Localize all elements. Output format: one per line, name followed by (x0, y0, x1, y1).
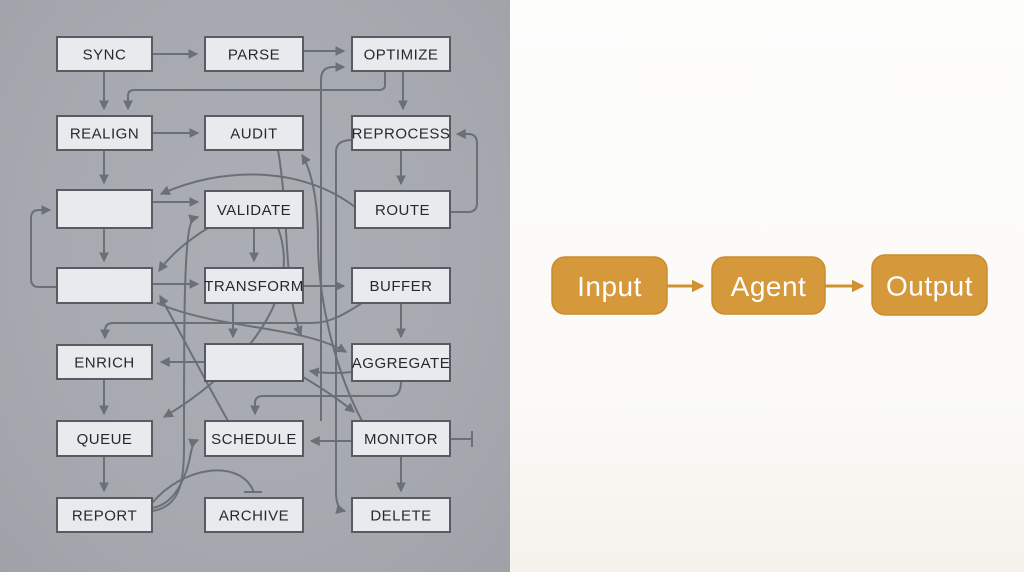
flowchart-edges (30, 46, 478, 514)
node-aggregate: AGGREGATE (351, 343, 451, 382)
node-box-transform (204, 267, 304, 304)
node-box-parse (204, 36, 304, 72)
node-label-enrich: ENRICH (74, 355, 135, 372)
node-box-realign (56, 115, 153, 151)
node-box-sync (56, 36, 153, 72)
node-validate: VALIDATE (204, 190, 304, 229)
node-enrich: ENRICH (56, 344, 153, 380)
edge-report-to-archive (151, 469, 262, 504)
node-realign: REALIGN (56, 115, 153, 151)
node-label-output: Output (886, 271, 973, 302)
node-queue: QUEUE (56, 420, 153, 457)
node-archive: ARCHIVE (204, 497, 304, 533)
node-audit: AUDIT (204, 115, 304, 151)
node-label-optimize: OPTIMIZE (364, 47, 439, 64)
edge-audit-to-blank3 (277, 149, 303, 337)
node-box-schedule (204, 420, 304, 457)
node-box-enrich (56, 344, 153, 380)
simple-flow-nodes: Input Agent Output (551, 254, 988, 316)
node-box-buffer (351, 267, 451, 304)
node-label-audit: AUDIT (230, 126, 278, 143)
node-label-route: ROUTE (375, 202, 430, 219)
node-transform: TRANSFORM (204, 267, 304, 304)
node-box-agent (711, 256, 826, 315)
node-blank1 (56, 189, 153, 229)
node-box-input (551, 256, 668, 315)
edge-report-to-schedule (151, 438, 200, 509)
complex-flowchart-diagram: SYNC PARSE OPTIMIZE REALIGN AUDIT REPROCESS VA… (30, 36, 478, 533)
edge-aggregate-to-schedule (250, 380, 402, 416)
node-label-delete: DELETE (370, 508, 431, 525)
node-schedule: SCHEDULE (204, 420, 304, 457)
node-reprocess: REPROCESS (351, 115, 451, 151)
node-box-validate (204, 190, 304, 229)
node-box-archive (204, 497, 304, 533)
edge-schedule-to-blank2 (159, 294, 229, 422)
node-monitor: MONITOR (351, 420, 451, 457)
simple-flow-diagram: Input Agent Output (551, 254, 988, 316)
node-label-reprocess: REPROCESS (352, 126, 451, 143)
node-label-validate: VALIDATE (217, 202, 291, 219)
node-label-queue: QUEUE (77, 431, 133, 448)
node-label-archive: ARCHIVE (219, 508, 289, 525)
edge-schedule-to-optimize (320, 62, 346, 421)
node-box-report (56, 497, 153, 533)
node-sync: SYNC (56, 36, 153, 72)
node-box-audit (204, 115, 304, 151)
edge-validate-to-blank2 (158, 227, 209, 273)
node-box-monitor (351, 420, 451, 457)
node-label-report: REPORT (72, 508, 137, 525)
node-box-output (871, 254, 988, 316)
edge-optimize-to-realign (123, 71, 386, 111)
node-label-monitor: MONITOR (364, 431, 438, 448)
edge-report-to-validate (151, 214, 200, 512)
node-buffer: BUFFER (351, 267, 451, 304)
node-label-sync: SYNC (83, 47, 127, 64)
node-blank2 (56, 267, 153, 304)
node-label-buffer: BUFFER (370, 278, 433, 295)
node-box-optimize (351, 36, 451, 72)
node-output: Output (871, 254, 988, 316)
node-label-agent: Agent (731, 271, 807, 302)
node-box-delete (351, 497, 451, 533)
edge-blank2-to-aggregate (156, 302, 348, 353)
node-label-input: Input (577, 271, 642, 302)
node-label-parse: PARSE (228, 47, 280, 64)
edge-validate-to-queue (162, 227, 285, 418)
edge-reprocess-to-delete (335, 139, 353, 514)
node-box-blank1 (56, 189, 153, 229)
node-report: REPORT (56, 497, 153, 533)
node-box-blank2 (56, 267, 153, 304)
node-box-aggregate (351, 343, 451, 382)
complex-flowchart-panel: SYNC PARSE OPTIMIZE REALIGN AUDIT REPROCESS VA… (0, 0, 510, 572)
node-box-queue (56, 420, 153, 457)
node-box-blank3 (204, 343, 304, 382)
edge-monitor-to-stub-right (450, 431, 473, 447)
node-optimize: OPTIMIZE (351, 36, 451, 72)
node-input: Input (551, 256, 668, 315)
node-blank3 (204, 343, 304, 382)
edge-aggregate-to-blank3 (308, 367, 353, 378)
node-label-realign: REALIGN (70, 126, 139, 143)
node-agent: Agent (711, 256, 826, 315)
flowchart-nodes: SYNC PARSE OPTIMIZE REALIGN AUDIT REPROCESS VA… (56, 36, 451, 533)
edge-blank3-to-monitor (302, 376, 355, 413)
edge-route-to-blank1 (159, 173, 356, 208)
edge-route-to-reprocess (450, 129, 478, 213)
edge-blank2-to-blank1 (30, 205, 57, 288)
node-parse: PARSE (204, 36, 304, 72)
node-label-schedule: SCHEDULE (211, 431, 297, 448)
node-label-aggregate: AGGREGATE (352, 355, 450, 372)
node-delete: DELETE (351, 497, 451, 533)
node-route: ROUTE (354, 190, 451, 229)
edge-buffer-to-enrich (100, 302, 363, 340)
simple-flow-panel: Input Agent Output (510, 0, 1024, 572)
node-box-route (354, 190, 451, 229)
node-label-transform: TRANSFORM (204, 278, 304, 295)
edge-monitor-to-audit (301, 153, 363, 422)
node-box-reprocess (351, 115, 451, 151)
